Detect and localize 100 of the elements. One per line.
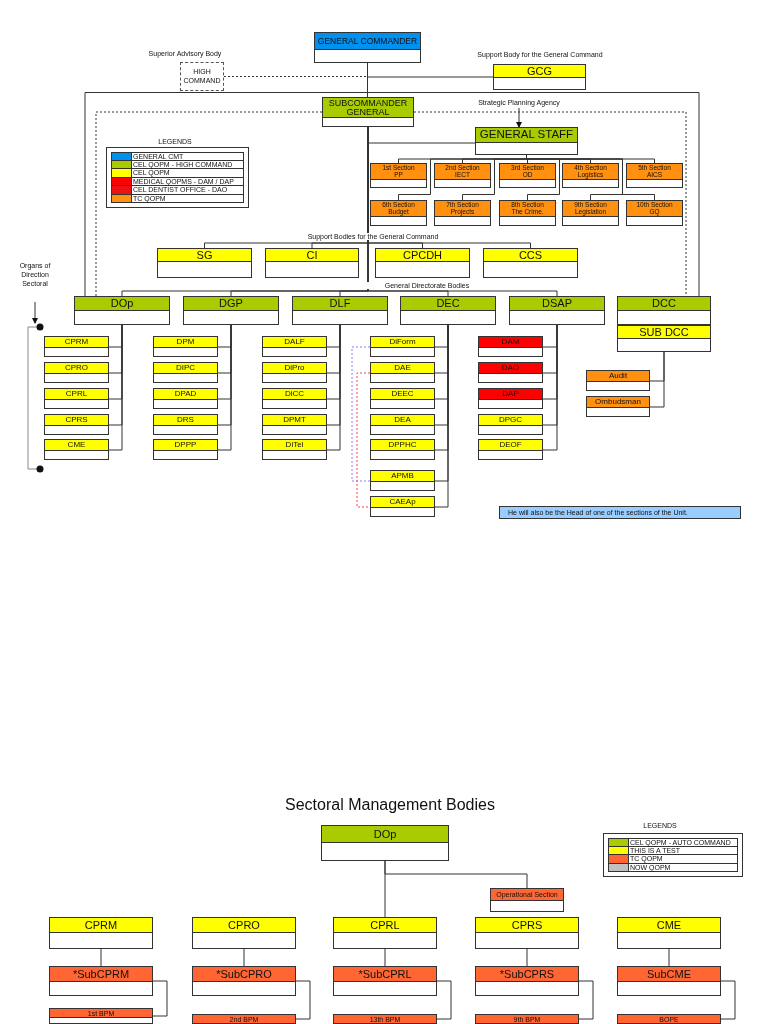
connector-line: [326, 324, 341, 451]
unit-title: DiCC: [263, 389, 326, 400]
org-unit-box: [333, 966, 437, 996]
org-unit-box: [44, 362, 109, 383]
org-unit-box: [475, 127, 578, 155]
unit-title: DEC: [401, 297, 495, 311]
dotted-connector: [356, 372, 371, 508]
unit-title: SUBCOMMANDER GENERAL: [323, 98, 413, 118]
unit-title: DiPro: [263, 363, 326, 374]
connector-line: [152, 980, 168, 1017]
org-unit-box: [493, 64, 586, 90]
unit-title: CI: [266, 249, 358, 262]
unit-title: CPRM: [50, 918, 152, 933]
org-unit-box: [183, 296, 279, 325]
section-box: [626, 200, 683, 226]
unit-title: CPRM: [45, 337, 108, 348]
unit-title: GENERAL STAFF: [476, 128, 577, 143]
org-unit-box: [586, 396, 650, 417]
unit-title: DGP: [184, 297, 278, 311]
unit-title: CPRL: [45, 389, 108, 400]
org-unit-box: [153, 362, 218, 383]
unit-title: DSAP: [510, 297, 604, 311]
unit-title: CPRS: [476, 918, 578, 933]
org-unit-box: [509, 296, 605, 325]
connector-line: [384, 860, 528, 889]
org-unit-box: [153, 388, 218, 409]
org-unit-box: [314, 32, 421, 63]
connector-line: [436, 980, 452, 1020]
unit-title: *SubCPRL: [334, 967, 436, 982]
section-box: [370, 163, 427, 188]
org-unit-box: [49, 917, 153, 949]
unit-title: CME: [45, 440, 108, 451]
org-unit-box: [370, 414, 435, 435]
section-box: [434, 200, 491, 226]
org-unit-box: [375, 248, 470, 278]
org-unit-box: [370, 470, 435, 491]
org-unit-box: [44, 439, 109, 460]
org-unit-box: [475, 966, 579, 996]
unit-title: Audit: [587, 371, 649, 382]
org-unit-box: [262, 414, 327, 435]
unit-title: DPGC: [479, 415, 542, 426]
connector-line: [542, 324, 558, 451]
org-unit-box: [483, 248, 578, 278]
org-unit-box: [400, 296, 496, 325]
unit-title: DIPC: [154, 363, 217, 374]
unit-title: DPMT: [263, 415, 326, 426]
unit-title: GCG: [494, 65, 585, 78]
org-unit-box: [262, 388, 327, 409]
connector-line: [720, 980, 736, 1020]
section-box: [562, 163, 619, 188]
arrow: [32, 301, 38, 324]
org-unit-box: [333, 917, 437, 949]
unit-title: SG: [158, 249, 251, 262]
org-unit-box: [192, 966, 296, 996]
unit-title: DPAD: [154, 389, 217, 400]
unit-title: CPCDH: [376, 249, 469, 262]
unit-title: CPRO: [45, 363, 108, 374]
org-unit-box: [157, 248, 252, 278]
unit-title: DPPP: [154, 440, 217, 451]
connector-line: [100, 948, 102, 967]
unit-title: DPPHC: [371, 440, 434, 451]
org-unit-box: [617, 966, 721, 996]
unit-title: *SubCPRM: [50, 967, 152, 982]
org-unit-box: [478, 414, 543, 435]
connector-line: [526, 948, 528, 967]
unit-title: CPRO: [193, 918, 295, 933]
unit-title: CPRS: [45, 415, 108, 426]
section-box: [499, 163, 556, 188]
connector-line: [243, 948, 245, 967]
org-unit-box: [478, 362, 543, 383]
org-unit-box: [370, 336, 435, 357]
connector-line: [578, 980, 594, 1020]
org-unit-box: [262, 439, 327, 460]
unit-title: DiTel: [263, 440, 326, 451]
org-unit-box: [370, 496, 435, 517]
org-unit-box: [475, 917, 579, 949]
org-unit-box: [322, 97, 414, 127]
connector-line: [295, 980, 311, 1020]
org-unit-box: [265, 248, 359, 278]
org-unit-box: [44, 388, 109, 409]
unit-title: DiForm: [371, 337, 434, 348]
org-unit-box: [262, 362, 327, 383]
org-unit-box: [262, 336, 327, 357]
unit-title: CPRL: [334, 918, 436, 933]
org-unit-box: [478, 388, 543, 409]
connector-line: [108, 324, 123, 451]
unit-title: DEEC: [371, 389, 434, 400]
connector-line: [217, 324, 232, 451]
unit-title: DOp: [322, 826, 448, 843]
org-unit-box: [370, 362, 435, 383]
section-box: [499, 200, 556, 226]
unit-title: SubCME: [618, 967, 720, 982]
unit-title: DPM: [154, 337, 217, 348]
org-unit-box: [44, 414, 109, 435]
unit-title: CME: [618, 918, 720, 933]
unit-title: *SubCPRS: [476, 967, 578, 982]
org-unit-box: [478, 439, 543, 460]
page-title: Sectoral Management Bodies: [284, 797, 496, 813]
org-unit-box: [44, 336, 109, 357]
unit-title: SUB DCC: [618, 326, 710, 339]
